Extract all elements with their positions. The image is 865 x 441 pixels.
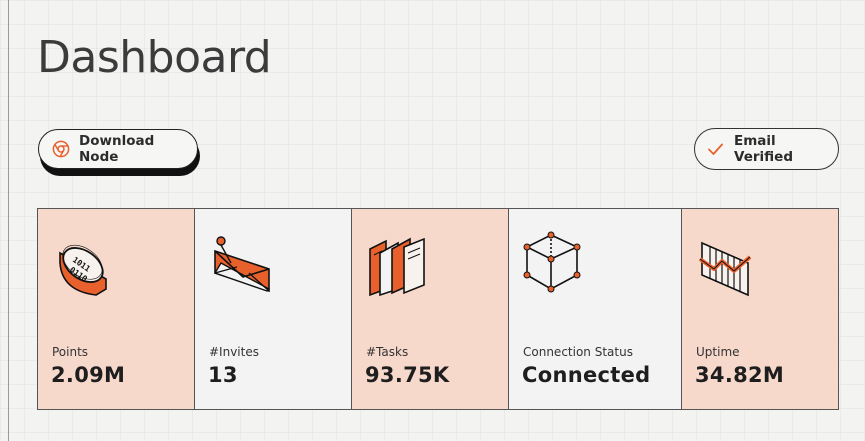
page-title: Dashboard [37,32,272,83]
books-icon [364,229,428,297]
left-divider [8,0,9,441]
stats-panel: 1011 0110 Points 2.09M #Invites 13 [37,208,839,410]
stat-card-invites: #Invites 13 [195,209,352,409]
chrome-icon [52,140,70,158]
email-verified-badge: Email Verified [694,128,839,170]
stat-label: Uptime [696,345,740,359]
stat-label: Connection Status [523,345,633,359]
stat-value: 13 [208,363,238,387]
check-icon [707,142,724,156]
email-verified-label: Email Verified [734,133,793,165]
stat-card-points: 1011 0110 Points 2.09M [38,209,195,409]
envelope-icon [207,229,271,297]
stat-value: 2.09M [51,363,126,387]
download-node-button[interactable]: Download Node [38,129,198,169]
stat-card-connection: Connection Status Connected [509,209,682,409]
stat-label: #Tasks [366,345,409,359]
stat-value: Connected [522,363,651,387]
stat-label: Points [52,345,89,359]
download-node-label: Download Node [79,133,155,165]
stat-value: 34.82M [695,363,785,387]
stat-label: #Invites [209,345,259,359]
stat-card-tasks: #Tasks 93.75K [352,209,509,409]
binary-chip-icon: 1011 0110 [50,229,114,297]
stat-value: 93.75K [365,363,450,387]
stat-card-uptime: Uptime 34.82M [682,209,838,409]
trend-chart-icon [694,229,758,297]
network-cube-icon [521,229,585,297]
